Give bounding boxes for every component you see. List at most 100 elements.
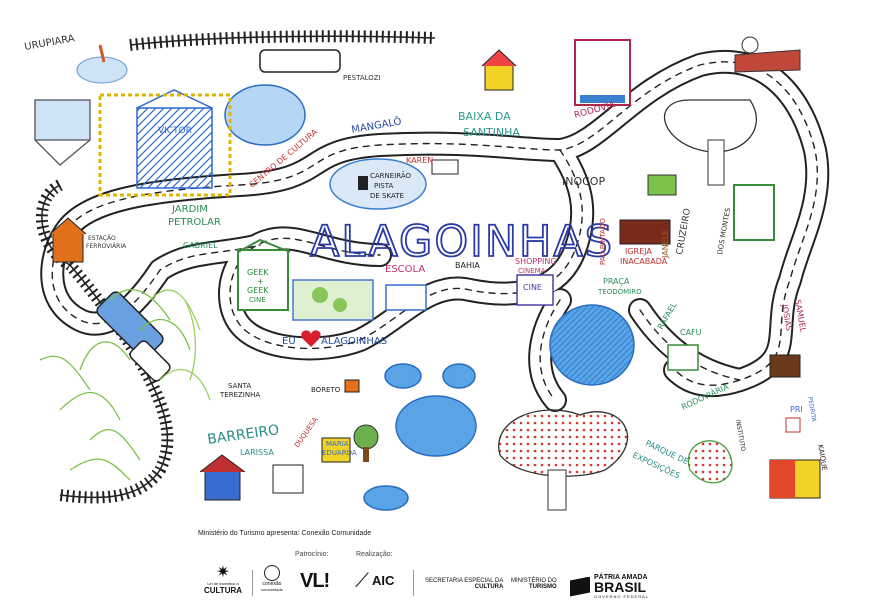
small-tree-center xyxy=(353,424,379,462)
label-maria-2: EDUARDA xyxy=(322,449,357,457)
patria-text-2: BRASIL xyxy=(594,579,647,595)
igreja xyxy=(619,219,671,245)
train xyxy=(96,291,171,382)
conexao-logo: conexão comunidade xyxy=(255,565,289,592)
label-cafu: CAFU xyxy=(680,328,702,337)
inocop-box xyxy=(647,174,677,196)
label-karen: KAREN xyxy=(406,156,433,165)
barreiro-house xyxy=(199,454,246,501)
governo-text-block: PÁTRIA AMADA BRASIL GOVERNO FEDERAL xyxy=(594,574,649,599)
label-pau-pintado: PAU PINTADO xyxy=(599,218,607,265)
label-cruzeiro-1: CRUZEIRO xyxy=(675,208,693,256)
label-victor: VICTOR xyxy=(158,126,192,136)
aic-text: AIC xyxy=(372,573,395,588)
big-dotted-tree xyxy=(498,409,628,511)
lakes xyxy=(224,84,635,511)
train-top xyxy=(259,49,341,73)
lei-incentivo-logo: ✷ Lei de Incentivo à CULTURA xyxy=(198,564,248,596)
patria-text-1: PÁTRIA AMADA xyxy=(594,574,648,581)
label-igreja-1: IGREJA xyxy=(625,247,652,256)
maria-eduarda-house xyxy=(321,437,351,463)
boreto-house xyxy=(344,379,360,393)
label-maria-1: MARIA xyxy=(326,440,349,448)
city-title: ALAGOINHAS xyxy=(310,217,614,267)
label-estacao-1: ESTAÇÃO xyxy=(88,235,116,242)
conexao-text-1: conexão xyxy=(262,581,282,587)
label-praca-1: PRAÇA xyxy=(603,277,630,286)
ministerio-text-1: MINISTÉRIO DO xyxy=(511,578,557,584)
patria-text-3: GOVERNO FEDERAL xyxy=(594,594,650,599)
urupiara-balloon xyxy=(76,44,128,84)
label-samuel: SAMUEL xyxy=(793,299,808,334)
state-label: BAHIA xyxy=(455,261,480,270)
red-house-top xyxy=(574,39,631,106)
carneirao-skate xyxy=(358,176,368,190)
flag-icon xyxy=(570,576,590,597)
yellow-house xyxy=(481,49,517,91)
label-carneirao-1: CARNEIRÃO xyxy=(370,171,412,180)
school-building xyxy=(385,284,427,311)
aic-symbol-icon: ⟋ xyxy=(355,570,369,592)
conexao-text-2: comunidade xyxy=(261,587,283,592)
label-shopping-2: CINEMA xyxy=(518,267,546,275)
vli-text: VL! xyxy=(300,570,330,592)
label-jardim-1: JARDIM xyxy=(171,204,208,215)
label-pestalozzi: PESTALOZI xyxy=(343,74,381,82)
park-area xyxy=(292,279,374,321)
helicopter xyxy=(734,36,801,73)
label-carneirao-3: DE SKATE xyxy=(370,192,404,200)
lei-incentivo-big: CULTURA xyxy=(203,586,243,595)
label-geek-3: GEEK xyxy=(247,286,269,295)
small-dotted-tree xyxy=(687,440,733,484)
secretaria-text-2: CULTURA xyxy=(474,584,504,590)
footer-realization: Realização: xyxy=(356,551,393,558)
label-igreja-2: INACABADA xyxy=(620,257,668,266)
label-urupiara: URUPIARA xyxy=(24,33,76,53)
label-duquesa: DUQUESA xyxy=(293,416,320,449)
ministerio-logo: MINISTÉRIO DO TURISMO xyxy=(511,578,557,590)
shopping-cinema xyxy=(516,274,554,306)
aic-logo: ⟋ AIC xyxy=(355,570,394,592)
footer-presents: Ministério do Turismo apresenta: Conexão… xyxy=(198,530,372,537)
label-alagoinhas-love: ALAGOINHAS xyxy=(321,336,387,347)
label-pedrita: PEDRITA xyxy=(806,396,817,423)
label-instituto: INSTITUTO xyxy=(734,419,746,452)
label-geek-2: + xyxy=(257,277,264,286)
label-geek-1: GEEK xyxy=(247,268,269,277)
samuel-house xyxy=(769,354,801,378)
grass-scribbles xyxy=(39,289,211,481)
barreiro-house-2 xyxy=(272,464,304,494)
victor-house xyxy=(136,89,213,189)
vli-logo: VL! xyxy=(300,570,330,593)
label-baixa-2: SANTINHA xyxy=(463,126,520,139)
label-praca-2: TEODÓMIRO xyxy=(597,287,642,296)
rafael-house xyxy=(667,344,699,371)
label-santa-1: SANTA xyxy=(228,382,251,390)
label-cine: CINE xyxy=(523,283,542,292)
label-eu: EU xyxy=(282,336,296,347)
label-janela: JANELE xyxy=(661,230,670,259)
label-geek-4: CINE xyxy=(249,296,266,304)
label-pri: PRI xyxy=(790,405,803,414)
governo-logo: PÁTRIA AMADA BRASIL GOVERNO FEDERAL xyxy=(570,574,649,599)
label-shopping-1: SHOPPING xyxy=(515,257,557,266)
karen-house xyxy=(431,159,459,175)
label-santa-2: TEREZINHA xyxy=(219,391,260,399)
big-tree-top xyxy=(663,99,757,186)
star-icon: ✷ xyxy=(216,564,230,581)
label-baixa-1: BAIXA DA xyxy=(458,110,511,123)
label-escola: ESCOLA xyxy=(385,264,425,275)
green-house-right xyxy=(733,184,775,241)
heart-icon xyxy=(301,330,321,347)
yellow-dotted-border xyxy=(98,93,232,197)
geek-cine-building xyxy=(237,238,291,311)
ministerio-text-2: TURISMO xyxy=(529,584,557,590)
globe-icon xyxy=(264,565,280,581)
label-barreiro: BARREIRO xyxy=(206,422,280,448)
label-inocop: INOCOP xyxy=(562,175,605,188)
footer-separator xyxy=(252,570,253,596)
label-cruzeiro-2: DOS MONTES xyxy=(716,207,732,256)
secretaria-logo: SECRETARIA ESPECIAL DA CULTURA xyxy=(425,578,503,590)
lei-incentivo-small: Lei de Incentivo à xyxy=(207,581,239,586)
